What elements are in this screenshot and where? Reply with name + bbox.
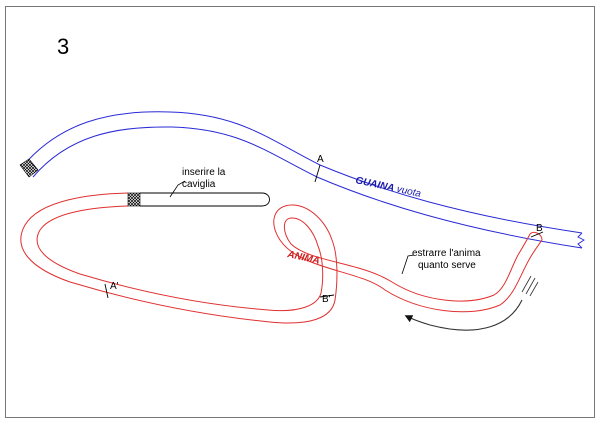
marker-a-prime-tick xyxy=(104,283,109,299)
core-s-curve xyxy=(273,204,543,313)
extract-note-line2: quanto serve xyxy=(418,260,476,271)
step-number: 3 xyxy=(57,34,69,59)
extract-note-line1: estrarre l'anima xyxy=(412,248,481,259)
pull-direction-arrow xyxy=(404,299,523,331)
dowel-insert xyxy=(140,192,270,207)
marker-b-prime-tick xyxy=(319,294,335,298)
core-label: ANIMA xyxy=(285,249,320,267)
marker-a-label: A xyxy=(317,154,324,165)
insert-note-line1: inserire la xyxy=(182,167,226,178)
marker-b-label: B xyxy=(536,223,543,234)
sheath-label-rest: vuota xyxy=(393,183,422,200)
insert-note-line2: caviglia xyxy=(182,179,216,190)
frame-border xyxy=(5,6,595,418)
sheath-end-cap xyxy=(19,158,39,178)
sheath-tube xyxy=(21,111,585,249)
marker-a-tick xyxy=(314,164,321,183)
core-loop-left xyxy=(20,192,338,324)
marker-a-prime-label: A' xyxy=(110,281,119,292)
sheath-label: GUAINA vuota xyxy=(354,175,422,200)
marker-b-prime-label: B' xyxy=(322,294,331,305)
marker-b-tick xyxy=(530,231,544,238)
sheath-label-bold: GUAINA xyxy=(354,175,395,194)
extract-note-leader xyxy=(401,254,415,275)
insert-note-leader xyxy=(169,180,186,198)
core-end-cap xyxy=(127,192,141,207)
pull-marks xyxy=(521,275,539,297)
